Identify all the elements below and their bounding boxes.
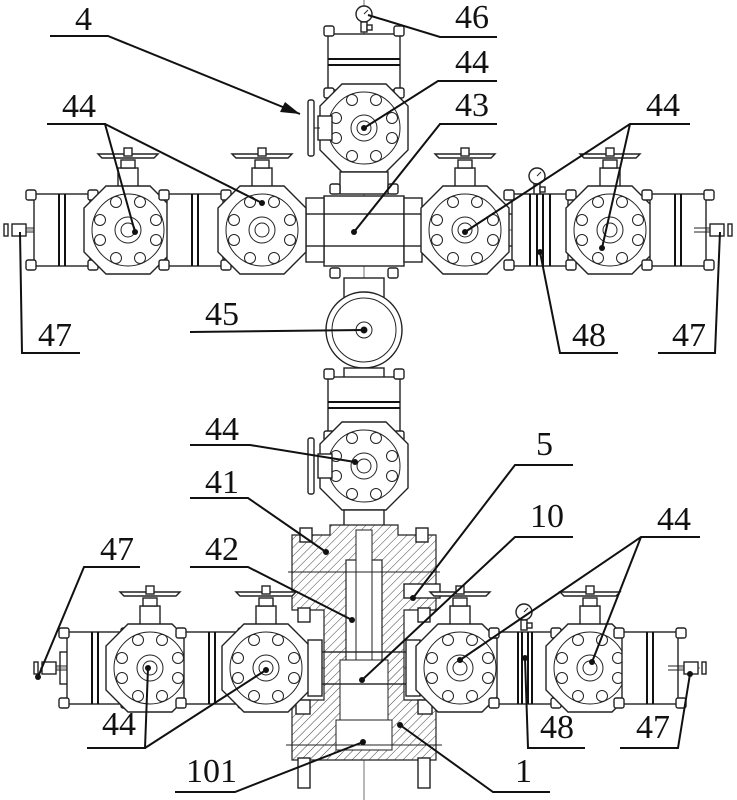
callout-43: 43	[351, 87, 497, 235]
top-gauge	[355, 5, 373, 33]
callout-48-upper: 48	[537, 249, 618, 354]
flow-cross	[305, 183, 423, 279]
svg-text:44: 44	[205, 411, 239, 448]
callout-41: 41	[190, 464, 329, 555]
callout-42: 42	[190, 531, 355, 623]
svg-text:5: 5	[536, 426, 553, 463]
lower-master-neck	[343, 509, 385, 527]
callout-47-lower-right: 47	[620, 671, 693, 749]
callout-44-lower-master: 44	[190, 411, 358, 465]
svg-text:4: 4	[75, 1, 92, 38]
callout-45: 45	[189, 296, 367, 333]
svg-text:44: 44	[455, 44, 489, 81]
svg-text:44: 44	[102, 706, 136, 743]
callout-44-left-lower: 44	[87, 665, 269, 749]
svg-text:1: 1	[515, 753, 532, 790]
callout-44-right-lower: 44	[457, 501, 700, 665]
upper-left-valve-outer	[84, 148, 172, 274]
svg-text:44: 44	[62, 88, 96, 125]
lower-right-valve-outer	[546, 586, 634, 712]
lower-left-valve-outer	[106, 586, 194, 712]
lower-master-valve	[307, 421, 409, 511]
callout-101: 101	[175, 739, 366, 793]
callout-47-upper-right: 47	[658, 231, 721, 354]
callout-1: 1	[397, 722, 550, 793]
svg-text:47: 47	[636, 709, 670, 746]
lower-right-flange	[613, 627, 687, 709]
upper-right-flange	[641, 189, 715, 271]
callout-47-lower-left: 47	[35, 531, 140, 680]
svg-text:42: 42	[205, 531, 239, 568]
svg-text:101: 101	[186, 753, 237, 790]
callout-46: 46	[367, 0, 497, 38]
svg-text:44: 44	[657, 501, 691, 538]
upper-left-valve-inner	[218, 148, 306, 274]
callout-4: 4	[50, 1, 301, 115]
svg-text:48: 48	[540, 709, 574, 746]
svg-text:10: 10	[530, 498, 564, 535]
callout-10: 10	[359, 498, 573, 683]
callout-44-left-upper: 44	[47, 88, 265, 235]
lower-left-side-flange	[307, 639, 323, 697]
svg-text:46: 46	[455, 0, 489, 36]
svg-text:45: 45	[205, 296, 239, 333]
svg-text:47: 47	[100, 531, 134, 568]
upper-master-valve	[307, 83, 409, 173]
callout-48-lower: 48	[522, 655, 585, 749]
upper-right-spool	[503, 189, 577, 271]
upper-neck	[339, 171, 389, 195]
callout-47-upper-left: 47	[19, 231, 80, 354]
svg-text:43: 43	[455, 87, 489, 124]
svg-text:41: 41	[205, 464, 239, 501]
svg-text:47: 47	[672, 317, 706, 354]
lower-right-spool	[488, 627, 562, 709]
callout-44-upper-master: 44	[361, 44, 497, 131]
svg-text:48: 48	[572, 317, 606, 354]
svg-text:44: 44	[646, 87, 680, 124]
tubing-head-section	[286, 524, 442, 789]
svg-text:47: 47	[38, 317, 72, 354]
callout-5: 5	[410, 426, 573, 601]
callout-44-right-upper: 44	[462, 87, 690, 251]
